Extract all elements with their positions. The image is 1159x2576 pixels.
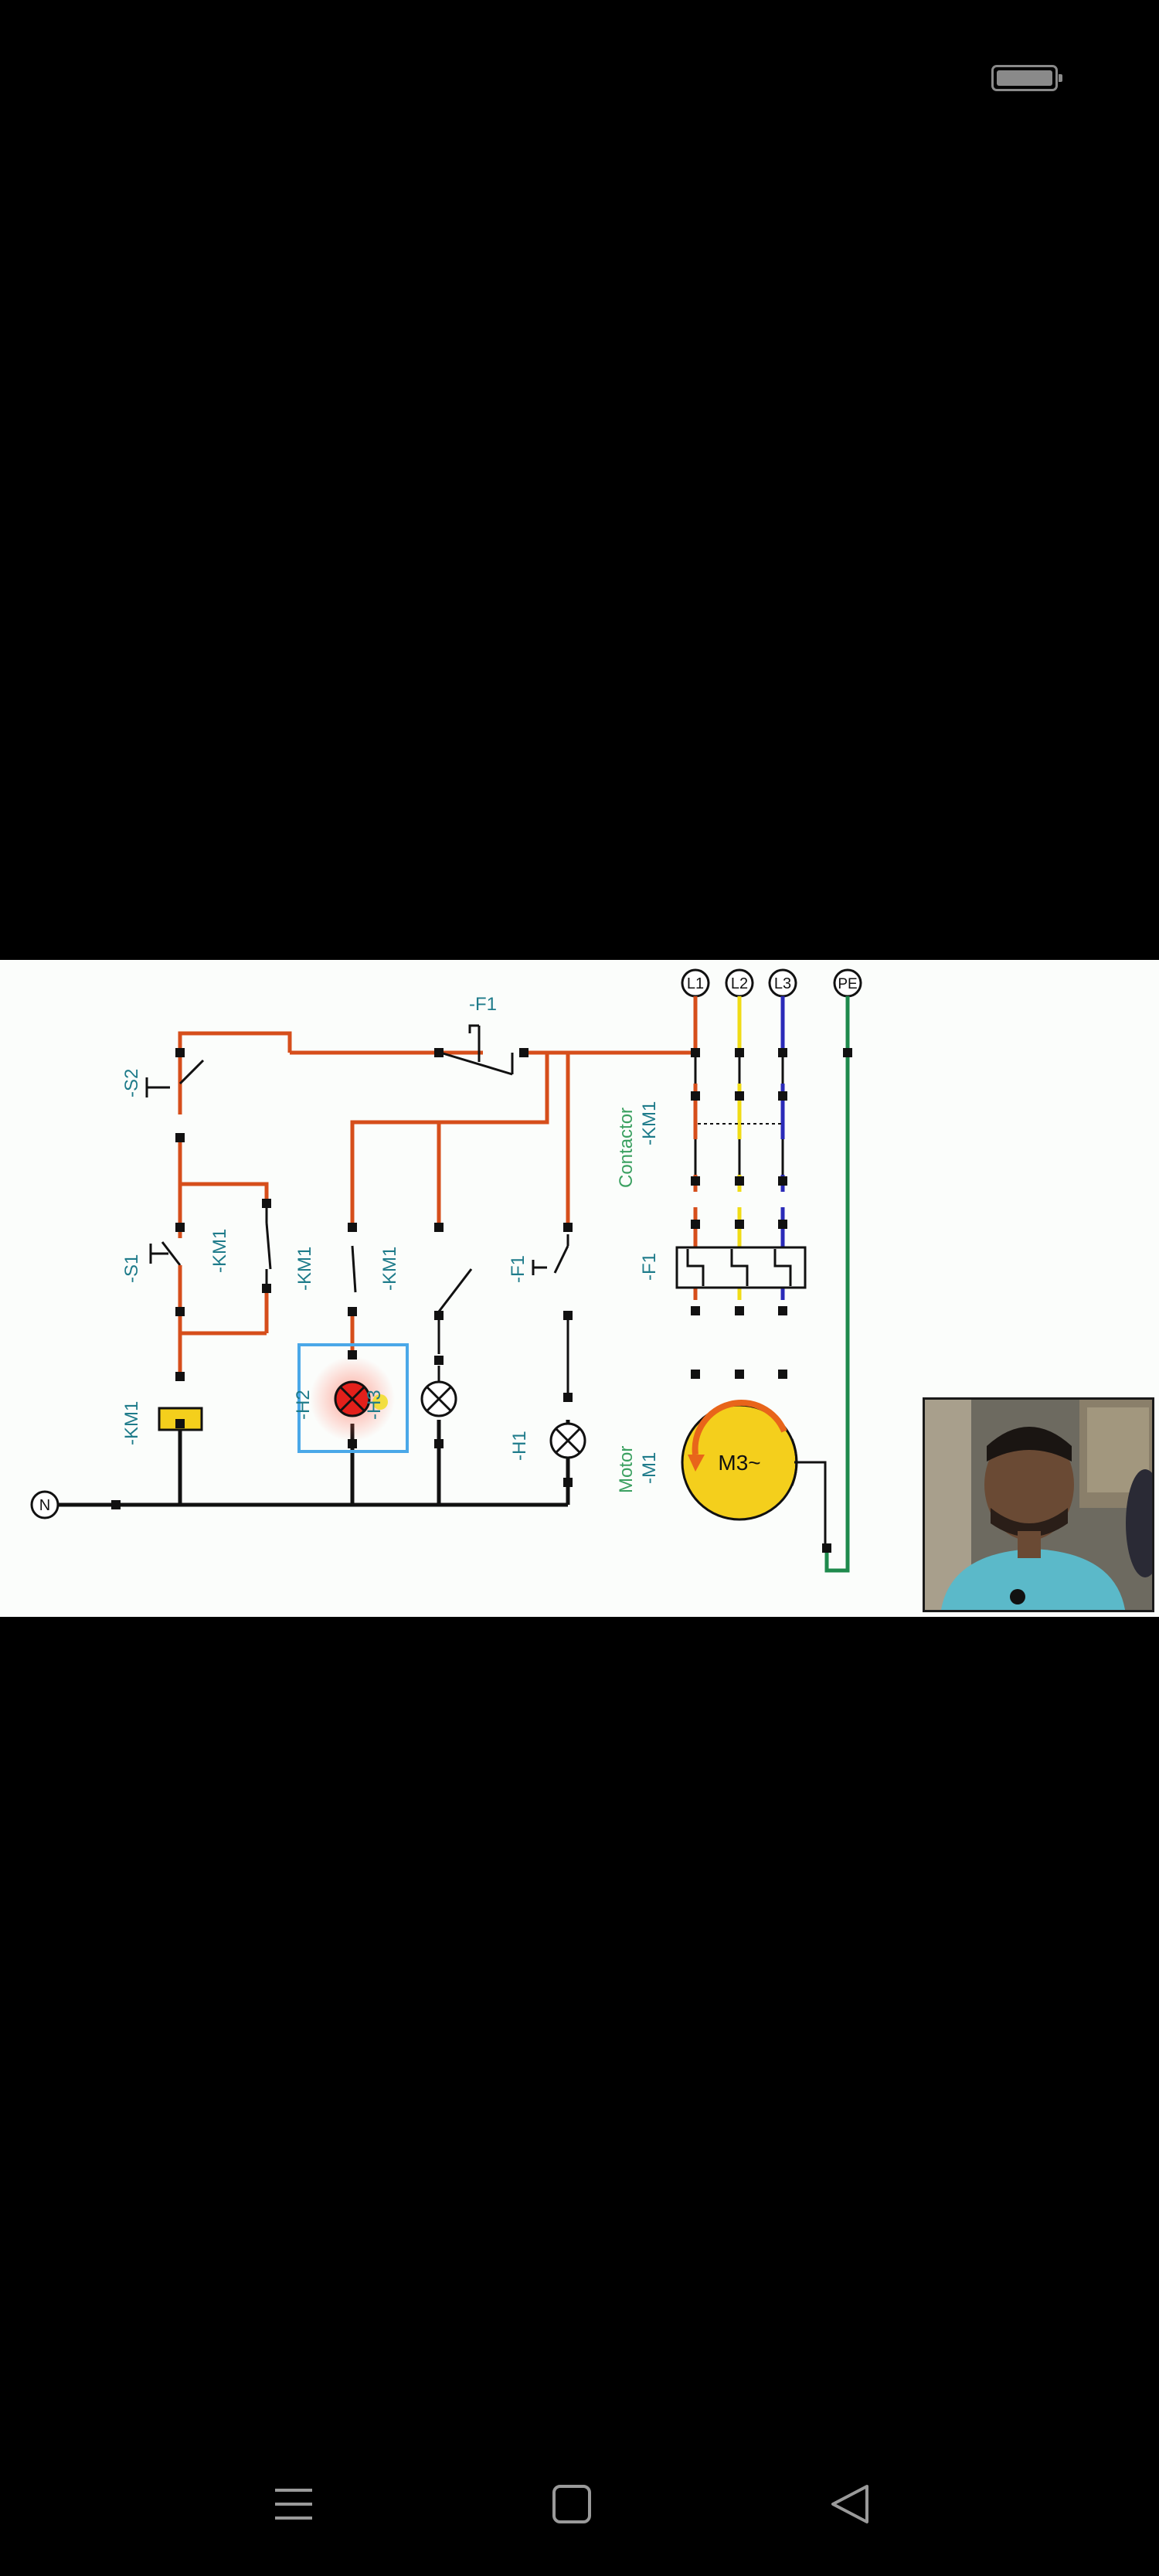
navigation-bar bbox=[0, 2458, 1159, 2550]
overload-f1 bbox=[675, 1246, 807, 1289]
lamp-h1 bbox=[549, 1422, 586, 1459]
label-km1-coil: -KM1 bbox=[121, 1401, 142, 1445]
terminal-l2: L2 bbox=[725, 968, 754, 998]
label-contactor-id: -KM1 bbox=[639, 1101, 660, 1145]
label-f1-top: -F1 bbox=[469, 994, 497, 1015]
label-f1-aux: -F1 bbox=[508, 1255, 529, 1283]
label-contactor-word: Contactor bbox=[616, 1108, 637, 1188]
video-frame[interactable]: L1 L2 L3 PE N bbox=[0, 960, 1159, 1617]
terminal-l1: L1 bbox=[681, 968, 710, 998]
svg-text:L2: L2 bbox=[731, 975, 748, 992]
label-motor-word: Motor bbox=[616, 1446, 637, 1493]
label-h3: -H3 bbox=[364, 1390, 385, 1420]
label-overload: -F1 bbox=[639, 1253, 660, 1281]
terminal-n: N bbox=[30, 1490, 59, 1519]
highlight-box bbox=[297, 1343, 409, 1453]
svg-text:L3: L3 bbox=[774, 975, 791, 992]
circuit-diagram: L1 L2 L3 PE N bbox=[30, 968, 862, 1573]
menu-icon[interactable] bbox=[247, 2458, 340, 2550]
label-s2: -S2 bbox=[121, 1069, 142, 1097]
label-h1: -H1 bbox=[509, 1431, 530, 1461]
svg-text:M3~: M3~ bbox=[718, 1451, 760, 1475]
label-s1: -S1 bbox=[121, 1254, 142, 1283]
label-km1-left: -KM1 bbox=[294, 1247, 315, 1291]
svg-text:L1: L1 bbox=[687, 975, 704, 992]
label-km1-right: -KM1 bbox=[379, 1247, 400, 1291]
status-bar bbox=[0, 0, 1159, 155]
pushbutton-s1 bbox=[149, 1227, 182, 1312]
motor-m1: M3~ bbox=[681, 1400, 827, 1545]
svg-text:N: N bbox=[39, 1497, 50, 1514]
home-icon[interactable] bbox=[525, 2458, 618, 2550]
presenter-webcam bbox=[923, 1397, 1154, 1612]
lamp-h2 bbox=[334, 1380, 371, 1417]
label-motor-id: -M1 bbox=[639, 1452, 660, 1484]
battery-icon bbox=[991, 65, 1062, 91]
back-icon[interactable] bbox=[804, 2458, 896, 2550]
svg-text:PE: PE bbox=[838, 976, 857, 992]
cursor-pointer bbox=[372, 1394, 388, 1410]
neutral-wires bbox=[58, 1315, 570, 1507]
label-km1-hold: -KM1 bbox=[209, 1229, 230, 1273]
control-wires bbox=[178, 1031, 695, 1377]
breaker-f1-top bbox=[440, 1024, 514, 1076]
label-h2: -H2 bbox=[293, 1390, 314, 1420]
pushbutton-s2 bbox=[145, 1059, 205, 1097]
terminal-pe: PE bbox=[833, 968, 862, 998]
contact-km1-hold bbox=[265, 1203, 272, 1288]
lamp-h3 bbox=[420, 1380, 457, 1417]
junction-terminals bbox=[111, 1048, 852, 1553]
terminal-l3: L3 bbox=[768, 968, 797, 998]
contact-km1-lamps bbox=[351, 1234, 569, 1312]
